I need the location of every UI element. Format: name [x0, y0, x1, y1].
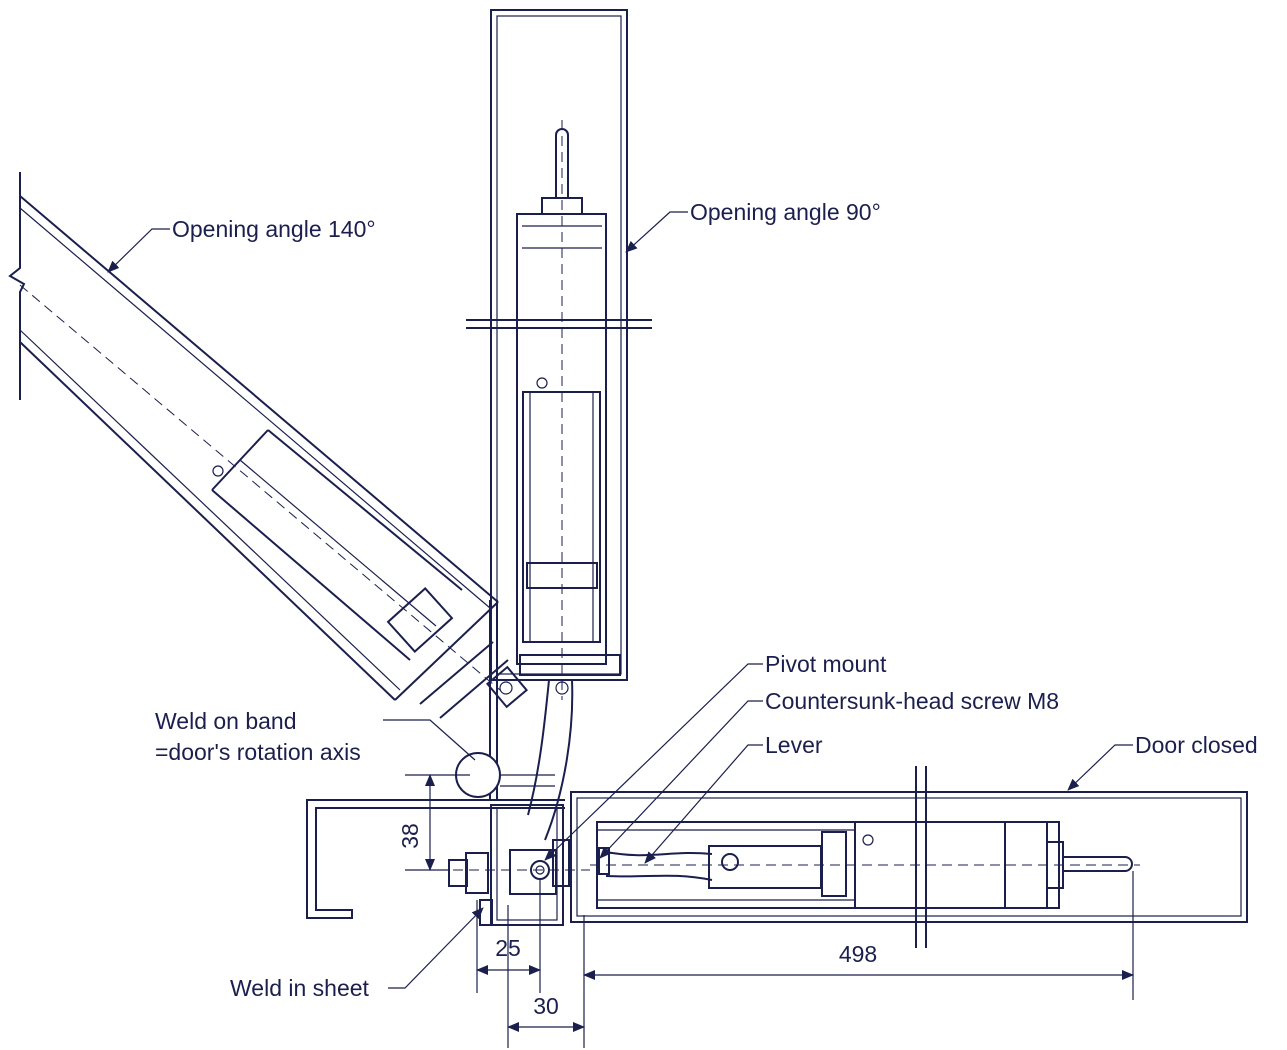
cylinder-closed-port: [862, 834, 874, 846]
countersunk-screw: [552, 839, 570, 887]
lever-arm-top: [605, 851, 713, 857]
label-lever: Lever: [765, 732, 823, 758]
hinge-assembly: [455, 600, 555, 800]
link-90-pin: [555, 681, 569, 695]
dimensions: [405, 774, 1134, 1048]
label-weld-band-line2: =door's rotation axis: [155, 739, 361, 765]
label-opening-90: Opening angle 90°: [690, 199, 881, 225]
door-140-end: [394, 601, 499, 701]
door-140-bottom-outer: [19, 341, 396, 701]
rod-140-a: [419, 641, 494, 705]
door-closed: [570, 766, 1248, 948]
cylinder-140-bottom: [211, 489, 411, 661]
door-90-inner: [496, 15, 622, 675]
leader-lever: [644, 744, 763, 864]
label-pivot-mount: Pivot mount: [765, 651, 887, 677]
leader-pivot-mount: [544, 663, 763, 861]
pivot-mount-bracket: [405, 804, 590, 926]
door-140-break: [8, 172, 26, 400]
lever-arm-bottom: [605, 874, 713, 881]
label-opening-140: Opening angle 140°: [172, 216, 376, 242]
cylinder-140-piston: [386, 586, 454, 654]
dim-38-value: 38: [397, 823, 423, 849]
label-door-closed: Door closed: [1135, 732, 1258, 758]
cylinder-140-top: [267, 429, 463, 591]
cylinder-140-inner: [239, 459, 437, 627]
leader-door-closed: [1067, 744, 1133, 791]
door-140-top-inner: [19, 207, 491, 609]
leader-weld-band: [383, 719, 476, 761]
door-90-degree: [466, 9, 652, 841]
leader-weld-sheet: [388, 907, 484, 989]
cylinder-closed-rod: [1063, 856, 1133, 872]
dim-25-value: 25: [495, 935, 521, 961]
dim-498-value: 498: [839, 941, 877, 967]
link-90-left: [527, 679, 550, 816]
cylinder-140-axis: [19, 284, 501, 691]
door-closed-inner: [576, 797, 1242, 917]
cylinder-140-port: [212, 465, 224, 477]
label-weld-in-sheet: Weld in sheet: [230, 975, 370, 1001]
cylinder-90-nut: [541, 197, 583, 215]
cylinder-closed-piston: [821, 831, 847, 897]
frame-profile: [306, 799, 565, 919]
link-90-right: [544, 679, 574, 841]
door-closed-outer: [570, 791, 1248, 923]
leaders: [107, 211, 1133, 989]
leader-countersunk: [599, 700, 763, 859]
bracket-outer: [490, 804, 564, 926]
door-140-top-outer: [19, 195, 499, 603]
door-140-bottom-inner: [19, 329, 401, 691]
door-90-outer: [490, 9, 628, 681]
frame-channel: [306, 799, 565, 919]
door-140-degree: [8, 172, 529, 719]
cylinder-90-base: [519, 654, 621, 676]
label-weld-band-line1: Weld on band: [155, 708, 297, 734]
clevis: [509, 849, 557, 895]
label-countersunk-screw: Countersunk-head screw M8: [765, 688, 1059, 714]
leader-opening-140: [107, 228, 170, 273]
link-140-pin: [499, 681, 513, 695]
lever-pin: [721, 853, 739, 871]
leader-opening-90: [625, 211, 688, 253]
dim-30-value: 30: [533, 993, 559, 1019]
bolt-shank: [448, 859, 468, 887]
lever-housing: [708, 845, 822, 889]
bolt-head: [465, 852, 489, 894]
cylinder-90-port: [536, 377, 548, 389]
